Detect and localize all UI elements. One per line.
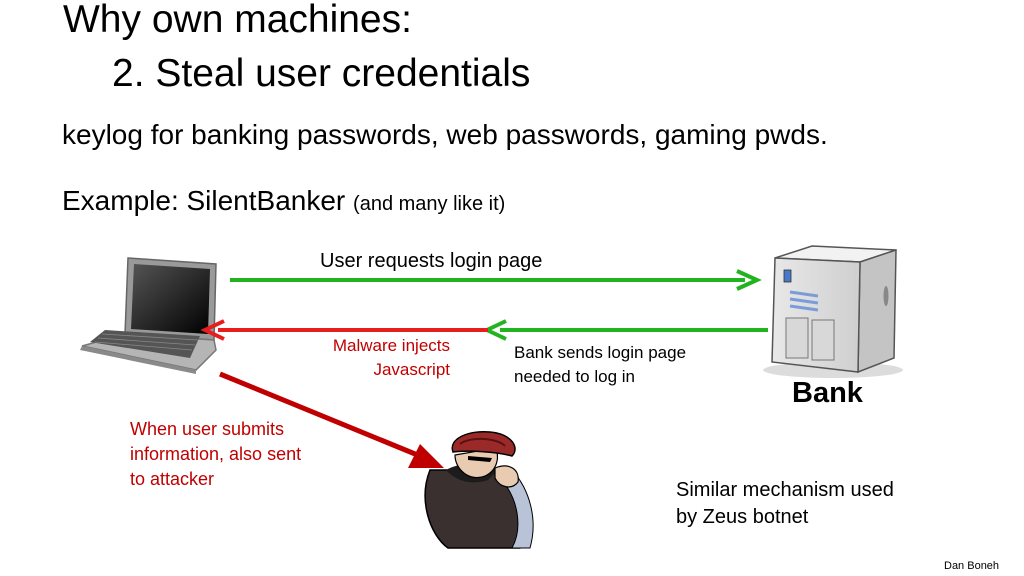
bank-label: Bank (792, 377, 863, 409)
author-footer: Dan Boneh (944, 560, 1000, 572)
example-prefix: Example: SilentBanker (62, 185, 354, 216)
bank-response-label: Bank sends login page needed to log in (514, 343, 687, 386)
request-label: User requests login page (320, 250, 543, 272)
attacker-icon (424, 430, 534, 549)
bank-response-arrow (482, 319, 768, 341)
slide-title: Why own machines: (63, 0, 412, 41)
laptop-icon (80, 257, 217, 374)
request-arrow (230, 269, 762, 291)
keylog-text: keylog for banking passwords, web passwo… (62, 119, 828, 150)
exfiltration-label: When user submits information, also sent… (130, 419, 302, 489)
example-note: (and many like it) (353, 193, 506, 215)
malware-label: Malware injects Javascript (332, 336, 450, 379)
exfiltration-arrow (219, 371, 444, 468)
slide-subtitle: 2. Steal user credentials (112, 52, 531, 95)
malware-arrow (200, 319, 488, 341)
server-icon (763, 245, 903, 378)
zeus-note: Similar mechanism used by Zeus botnet (676, 479, 894, 528)
example-line: Example: SilentBanker (and many like it) (62, 184, 505, 221)
